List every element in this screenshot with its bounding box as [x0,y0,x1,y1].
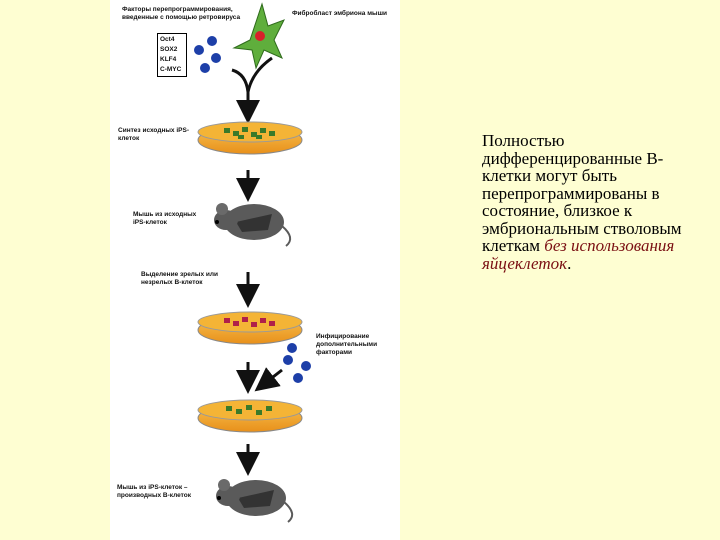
label-bcell-isolation: Выделение зрелых или незрелых В-клеток [141,271,219,286]
label-fibroblast: Фибробласт эмбриона мыши [292,10,387,17]
caption-text: Полностью дифференцированные В-клетки мо… [482,132,712,272]
dish-ips-from-bcells [197,399,303,433]
diagram-panel [110,0,400,540]
mouse-ips-icon [214,203,292,247]
label-ips-synthesis: Синтез исходных iPS-клеток [118,127,189,142]
arrow-infection [254,367,283,392]
caption-main: Полностью дифференцированные В-клетки мо… [482,131,682,255]
caption-italic: без использования яйцеклеток [482,236,675,273]
factor-klf4: KLF4 [160,56,177,63]
factor-cmyc: C-MYC [160,66,182,73]
label-mouse-bcell: Мышь из iPS-клеток – производных В-клето… [117,484,191,499]
label-infection: Инфицирование дополнительными факторами [316,333,378,356]
mouse-bcell-ips-icon [216,479,294,523]
fibroblast-cell-icon [232,2,286,70]
factor-sox2: SOX2 [160,46,178,53]
infection-virus-icons [283,343,311,383]
label-factors: Факторы перепрограммирования, введенные … [122,6,241,21]
dish-bcells [197,311,303,345]
factor-oct4: Oct4 [160,36,175,43]
factors-box: Oct4 SOX2 KLF4 C-MYC [157,33,187,77]
caption-end: . [567,253,572,273]
retrovirus-icons [194,36,221,73]
label-mouse-ips: Мышь из исходных iPS-клеток [133,211,197,226]
dish-ips-synthesis [197,121,303,155]
